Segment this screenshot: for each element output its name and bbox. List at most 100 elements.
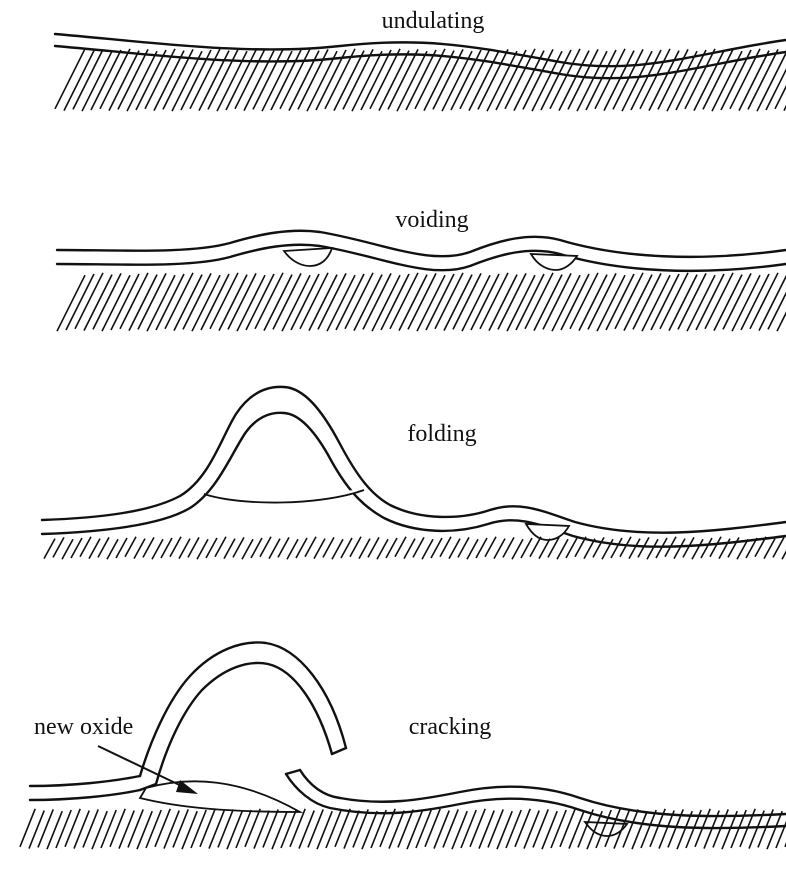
hatch-mark xyxy=(119,811,134,849)
panel-undulating: undulating xyxy=(55,8,786,111)
hatch-mark xyxy=(623,809,638,847)
scale-outer-cracking-left xyxy=(30,776,140,786)
panel-folding: folding xyxy=(42,387,786,559)
hatch-mark xyxy=(308,809,323,847)
void-3 xyxy=(526,524,569,540)
scale-inner-cracking-right xyxy=(300,770,786,816)
scale-outer-undulating xyxy=(55,34,786,66)
hatch-mark xyxy=(721,50,751,110)
hatch-mark xyxy=(173,809,188,847)
hatch-mark xyxy=(128,809,143,847)
hatch-mark xyxy=(677,811,692,849)
hatch-mark xyxy=(515,809,530,847)
hatch-mark xyxy=(20,809,35,847)
void-2 xyxy=(531,254,577,270)
hatch-mark xyxy=(155,809,170,847)
hatch-mark xyxy=(782,539,786,559)
label-undulating: undulating xyxy=(382,8,485,34)
new-oxide-layer xyxy=(140,781,300,812)
metal-hatching-folding xyxy=(44,537,786,559)
hatch-mark xyxy=(110,809,125,847)
hatch-mark xyxy=(542,811,557,849)
hatch-mark xyxy=(236,810,251,848)
hatch-mark xyxy=(488,809,503,847)
hatch-mark xyxy=(641,810,656,848)
hatch-mark xyxy=(651,274,679,330)
hatch-mark xyxy=(631,50,661,110)
new-oxide-arrow-line xyxy=(98,746,190,790)
hatch-mark xyxy=(381,274,409,330)
hatch-mark xyxy=(389,811,404,849)
hatch-mark xyxy=(496,50,526,110)
hatch-mark xyxy=(344,811,359,849)
hatch-mark xyxy=(38,809,53,847)
hatch-mark xyxy=(561,274,589,330)
hatch-mark xyxy=(136,50,166,110)
label-new-oxide: new oxide xyxy=(34,714,133,740)
hatch-mark xyxy=(471,274,499,330)
hatch-mark xyxy=(767,811,782,849)
hatch-mark xyxy=(146,810,161,848)
hatch-mark xyxy=(380,809,395,847)
hatch-mark xyxy=(317,811,332,849)
hatch-mark xyxy=(209,811,224,849)
hatch-mark xyxy=(741,274,769,330)
hatch-mark xyxy=(281,810,296,848)
hatch-mark xyxy=(416,810,431,848)
hatch-mark xyxy=(91,50,121,110)
hatch-mark xyxy=(560,809,575,847)
hatch-mark xyxy=(696,274,724,330)
hatch-mark xyxy=(66,274,94,330)
hatch-mark xyxy=(29,811,44,849)
hatch-mark xyxy=(452,811,467,849)
hatch-mark xyxy=(335,809,350,847)
hatch-mark xyxy=(299,811,314,849)
hatch-mark xyxy=(156,274,184,330)
scale-outer-folding xyxy=(42,387,786,533)
hatch-mark xyxy=(254,811,269,849)
hatch-mark xyxy=(461,810,476,848)
hatch-mark xyxy=(524,811,539,849)
label-folding: folding xyxy=(407,421,476,447)
metal-hatching-voiding xyxy=(57,273,786,331)
hatch-mark xyxy=(47,811,62,849)
hatch-mark xyxy=(362,811,377,849)
detached-fold-inner xyxy=(156,663,332,784)
hatch-mark xyxy=(659,811,674,849)
crack-edge xyxy=(286,770,300,774)
hatch-mark xyxy=(407,811,422,849)
hatch-mark xyxy=(272,811,287,849)
hatch-mark xyxy=(551,810,566,848)
hatch-mark xyxy=(263,809,278,847)
hatch-mark xyxy=(533,809,548,847)
hatch-mark xyxy=(291,274,319,330)
hatch-mark xyxy=(137,811,152,849)
metal-hatching-undulating xyxy=(55,49,786,111)
hatch-mark xyxy=(336,274,364,330)
hatch-mark xyxy=(101,810,116,848)
hatch-mark xyxy=(226,50,256,110)
hatch-mark xyxy=(83,809,98,847)
hatch-mark xyxy=(164,811,179,849)
hatch-mark xyxy=(111,274,139,330)
hatch-mark xyxy=(65,809,80,847)
hatch-mark xyxy=(371,810,386,848)
scale-outer-voiding xyxy=(57,231,786,257)
hatch-mark xyxy=(426,274,454,330)
hatch-mark xyxy=(182,811,197,849)
hatch-mark xyxy=(506,810,521,848)
hatch-mark xyxy=(406,50,436,110)
hatch-mark xyxy=(497,811,512,849)
hatch-mark xyxy=(443,809,458,847)
fold-cavity xyxy=(204,490,364,503)
hatch-mark xyxy=(586,50,616,110)
hatch-mark xyxy=(516,274,544,330)
hatch-mark xyxy=(92,811,107,849)
void-1 xyxy=(284,248,332,266)
label-voiding: voiding xyxy=(395,207,468,233)
hatch-mark xyxy=(290,809,305,847)
hatch-mark xyxy=(218,809,233,847)
hatch-mark xyxy=(353,809,368,847)
hatch-mark xyxy=(191,810,206,848)
